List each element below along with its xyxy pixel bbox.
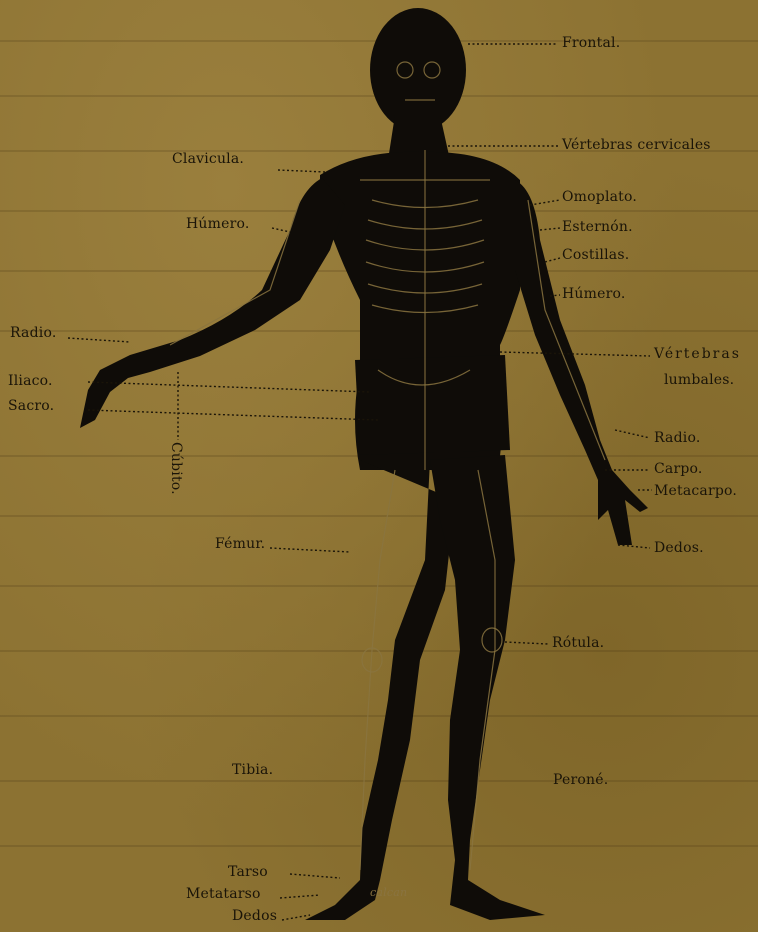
label-metatarso: Metatarso xyxy=(186,886,261,902)
label-esternon: Esternón. xyxy=(562,219,633,235)
label-humero-right: Húmero. xyxy=(562,286,626,302)
label-costillas: Costillas. xyxy=(562,247,629,263)
label-omoplato: Omoplato. xyxy=(562,189,637,205)
label-humero-left: Húmero. xyxy=(186,216,250,232)
label-frontal: Frontal. xyxy=(562,35,620,51)
label-clavicula: Clavicula. xyxy=(172,151,244,167)
label-carpo: Carpo. xyxy=(654,461,703,477)
label-calcaneo: calcan xyxy=(370,886,407,899)
label-vertebras-cervicales: Vértebras cervicales xyxy=(562,137,711,153)
label-femur: Fémur. xyxy=(215,536,265,552)
label-dedos-foot: Dedos xyxy=(232,908,277,924)
label-iliaco: Iliaco. xyxy=(8,373,53,389)
label-metacarpo: Metacarpo. xyxy=(654,483,737,499)
label-perone: Peroné. xyxy=(553,772,608,788)
label-radio-left: Radio. xyxy=(10,325,56,341)
label-dedos-hand: Dedos. xyxy=(654,540,704,556)
label-tarso: Tarso xyxy=(228,864,268,880)
label-tibia: Tibia. xyxy=(232,762,273,778)
label-rotula: Rótula. xyxy=(552,635,604,651)
label-vertebras-lumbales-line1: Vértebras xyxy=(654,346,741,362)
label-sacro: Sacro. xyxy=(8,398,54,414)
label-vertebras-lumbales-line2: lumbales. xyxy=(664,372,734,388)
label-radio-right: Radio. xyxy=(654,430,700,446)
label-cubito: Cúbito. xyxy=(168,442,184,495)
